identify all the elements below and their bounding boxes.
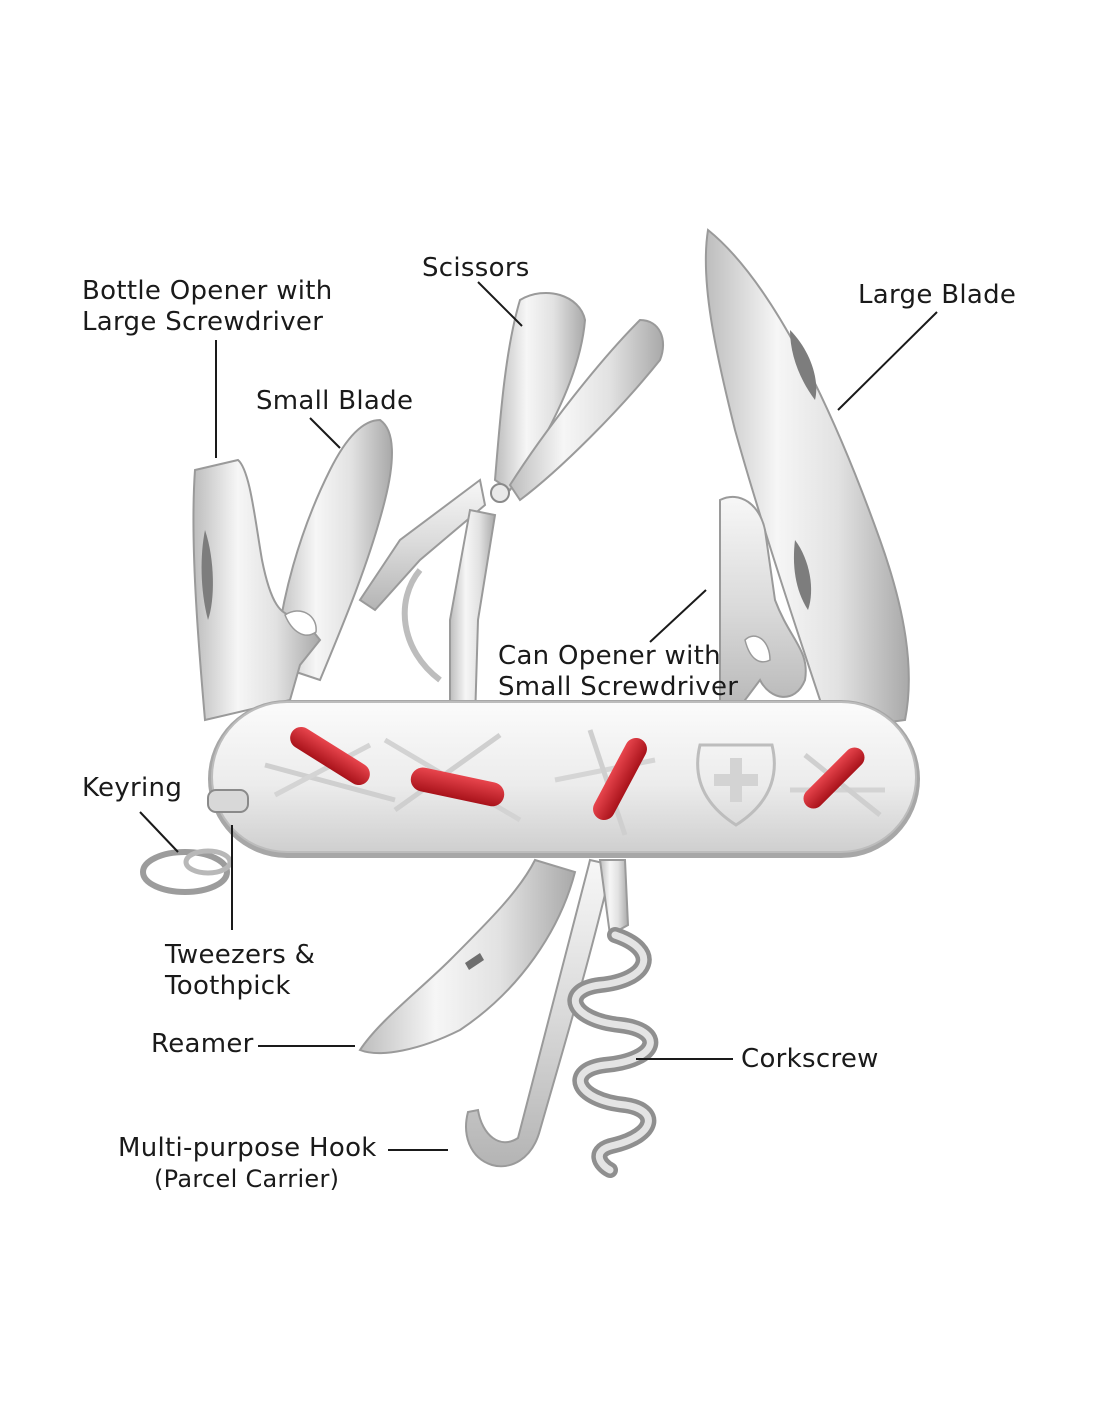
label-hook: Multi-purpose Hook (Parcel Carrier) (118, 1133, 377, 1195)
label-corkscrew: Corkscrew (741, 1044, 879, 1074)
mini-knife-1 (264, 726, 396, 803)
label-bottle-opener-line2: Large Screwdriver (82, 307, 324, 337)
leader-small-blade (309, 417, 341, 449)
label-small-blade: Small Blade (256, 386, 414, 416)
label-tweezers-line2: Toothpick (165, 971, 291, 1001)
leader-scissors (477, 281, 523, 327)
label-large-blade: Large Blade (858, 280, 1017, 310)
label-tweezers-line1: Tweezers & (165, 940, 316, 970)
mini-knife-4 (790, 747, 885, 817)
label-keyring: Keyring (82, 773, 183, 803)
leader-keyring (139, 811, 179, 853)
label-hook-line2: (Parcel Carrier) (154, 1165, 340, 1193)
label-can-opener: Can Opener with Small Screwdriver (498, 641, 738, 703)
corkscrew (567, 859, 659, 1178)
label-bottle-opener-line1: Bottle Opener with (82, 276, 333, 306)
scissors (358, 291, 665, 721)
keyring (140, 848, 233, 895)
leader-can-opener (649, 589, 707, 643)
label-reamer: Reamer (151, 1029, 254, 1059)
label-can-opener-line1: Can Opener with (498, 641, 721, 671)
can-opener (719, 495, 807, 721)
large-blade (704, 228, 910, 732)
leader-lines (139, 281, 938, 1151)
label-hook-line1: Multi-purpose Hook (118, 1133, 377, 1163)
bottle-opener (192, 458, 322, 722)
label-tweezers: Tweezers & Toothpick (165, 940, 315, 1002)
mini-knife-3 (554, 729, 656, 836)
multi-purpose-hook (465, 858, 614, 1168)
label-scissors: Scissors (422, 253, 530, 283)
knife-handle (207, 700, 920, 858)
leader-large-blade (837, 311, 938, 411)
reamer (358, 858, 577, 1055)
mini-knife-2 (383, 732, 522, 823)
label-bottle-opener: Bottle Opener with Large Screwdriver (82, 276, 333, 338)
label-can-opener-line2: Small Screwdriver (498, 672, 739, 702)
swiss-cross-logo (696, 743, 776, 827)
